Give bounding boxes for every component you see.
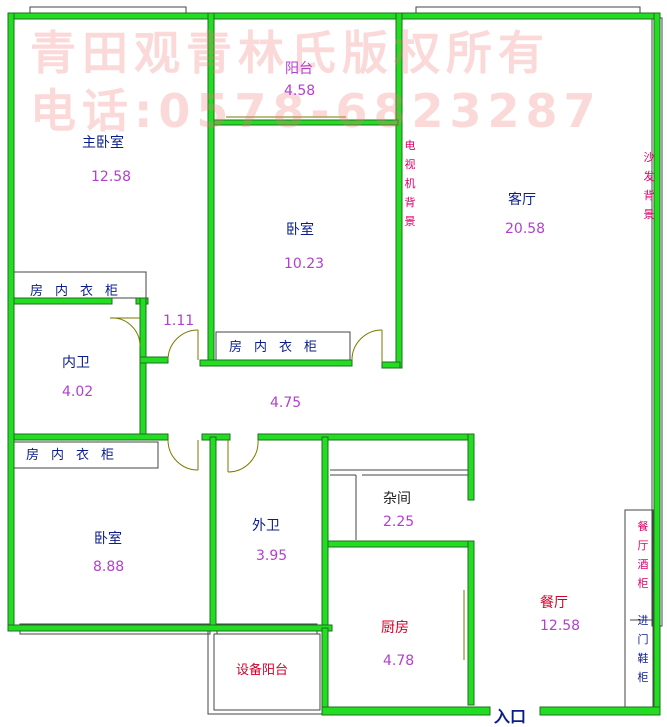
living-name: 客厅 [508,192,536,208]
shoe-cabinet-note: 进门鞋柜 [637,614,649,684]
bedroom-mid-name: 卧室 [286,222,314,238]
outer-bath-area: 3.95 [256,548,288,564]
tv-wall-note: 电视机背景 [404,139,416,228]
sofa-wall-note: 沙发背景 [643,151,655,221]
closet-master-label: 房内衣柜 [30,284,131,299]
bedroom-low-area: 8.88 [93,559,125,575]
storage-name: 杂间 [383,491,411,507]
watermark-line-1: 青田观青林氏版权所有 [30,26,550,80]
inner-bath-name: 内卫 [62,355,90,371]
equip-balcony-name: 设备阳台 [236,663,289,678]
kitchen-name: 厨房 [381,620,409,636]
closet-mid-label: 房内衣柜 [229,340,330,355]
inner-bath-area: 4.02 [62,384,94,400]
hall-small-area: 1.11 [163,313,195,329]
master-bedroom-area: 12.58 [91,169,132,185]
closet-low-label: 房内衣柜 [26,448,127,463]
wine-cabinet-note: 餐厅酒柜 [637,520,649,590]
kitchen-area: 4.78 [383,653,415,669]
dining-name: 餐厅 [540,595,568,611]
master-bedroom-name: 主卧室 [82,135,124,151]
dining-area: 12.58 [540,618,581,634]
watermark-line-2: 电话:0578-6823287 [30,84,602,138]
walls [7,12,661,716]
corridor-area: 4.75 [270,395,302,411]
balcony-name: 阳台 [285,61,313,77]
balcony-area: 4.58 [284,83,316,99]
living-area: 20.58 [505,221,546,237]
bedroom-low-name: 卧室 [94,531,122,547]
entrance-label: 入口 [494,707,527,726]
outer-bath-name: 外卫 [252,518,280,534]
door-swings [109,317,383,473]
bedroom-mid-area: 10.23 [284,256,325,272]
storage-area: 2.25 [383,514,415,530]
